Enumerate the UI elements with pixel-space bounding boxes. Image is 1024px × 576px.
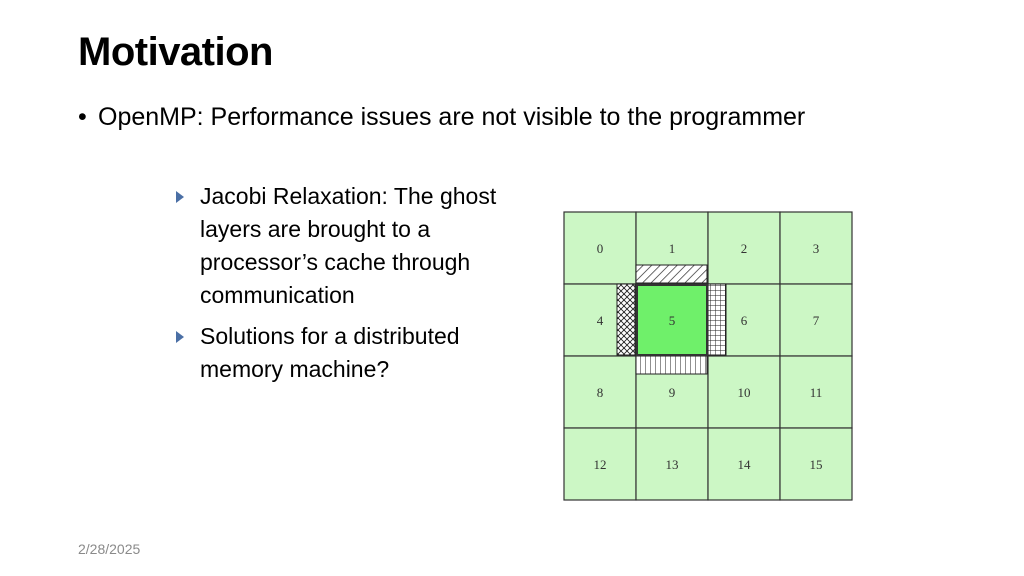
triangle-right-icon [176, 331, 184, 343]
grid-cell-label: 14 [738, 457, 752, 472]
grid-cell-label: 5 [669, 313, 676, 328]
footer-date: 2/28/2025 [78, 541, 141, 557]
grid-cell-label: 1 [669, 241, 676, 256]
grid-cell-label: 3 [813, 241, 820, 256]
grid-cell-label: 13 [666, 457, 679, 472]
grid-cell-label: 6 [741, 313, 748, 328]
grid-cell-8: 8 [563, 355, 637, 429]
ghost-layer-right [707, 283, 727, 356]
grid-cell-2: 2 [707, 211, 781, 285]
grid-cell-box [779, 355, 853, 429]
grid-cell-label: 11 [810, 385, 823, 400]
grid-cell-12: 12 [563, 427, 637, 501]
slide-title: Motivation [78, 30, 273, 74]
grid-cell-label: 15 [810, 457, 823, 472]
sub-bullet-jacobi: Jacobi Relaxation: The ghost layers are … [176, 180, 546, 312]
grid-cell-label: 0 [597, 241, 604, 256]
grid-cell-15: 15 [779, 427, 853, 501]
triangle-right-icon [176, 191, 184, 203]
sub-bullet-solutions: Solutions for a distributed memory machi… [176, 320, 546, 386]
grid-cell-box [563, 427, 637, 501]
grid-cell-box [563, 355, 637, 429]
grid-cell-11: 11 [779, 355, 853, 429]
grid-cell-box [635, 427, 709, 501]
grid-cell-box [707, 355, 781, 429]
ghost-layers [616, 264, 727, 375]
sub-bullet-list: Jacobi Relaxation: The ghost layers are … [176, 180, 546, 394]
ghost-layer-bottom [635, 355, 708, 375]
grid-cell-7: 7 [779, 283, 853, 357]
grid-cell-3: 3 [779, 211, 853, 285]
ghost-layer-left [616, 283, 636, 356]
highlighted-cell-group: 5 [636, 284, 708, 356]
grid-cell-box [779, 211, 853, 285]
grid-cell-box [779, 283, 853, 357]
grid-cell-box [563, 211, 637, 285]
grid-cell-label: 12 [594, 457, 607, 472]
main-bullet: • OpenMP: Performance issues are not visi… [78, 101, 805, 133]
grid-cell-box [707, 427, 781, 501]
grid-cell-14: 14 [707, 427, 781, 501]
grid-cell-label: 10 [738, 385, 751, 400]
grid-cell-label: 8 [597, 385, 604, 400]
sub-bullet-text: Solutions for a distributed memory machi… [200, 323, 460, 382]
grid-cell-box [636, 284, 708, 356]
grid-cell-0: 0 [563, 211, 637, 285]
grid-cell-10: 10 [707, 355, 781, 429]
bullet-dot-icon: • [78, 103, 87, 131]
grid-cell-label: 4 [597, 313, 604, 328]
grid-cell-13: 13 [635, 427, 709, 501]
grid-cell-label: 2 [741, 241, 748, 256]
grid-cell-5: 5 [636, 284, 708, 356]
grid-cell-label: 7 [813, 313, 820, 328]
sub-bullet-text: Jacobi Relaxation: The ghost layers are … [200, 183, 497, 308]
grid-cell-box [779, 427, 853, 501]
ghost-layer-top [635, 264, 708, 284]
main-bullet-text: OpenMP: Performance issues are not visib… [98, 103, 806, 131]
grid-cell-label: 9 [669, 385, 676, 400]
